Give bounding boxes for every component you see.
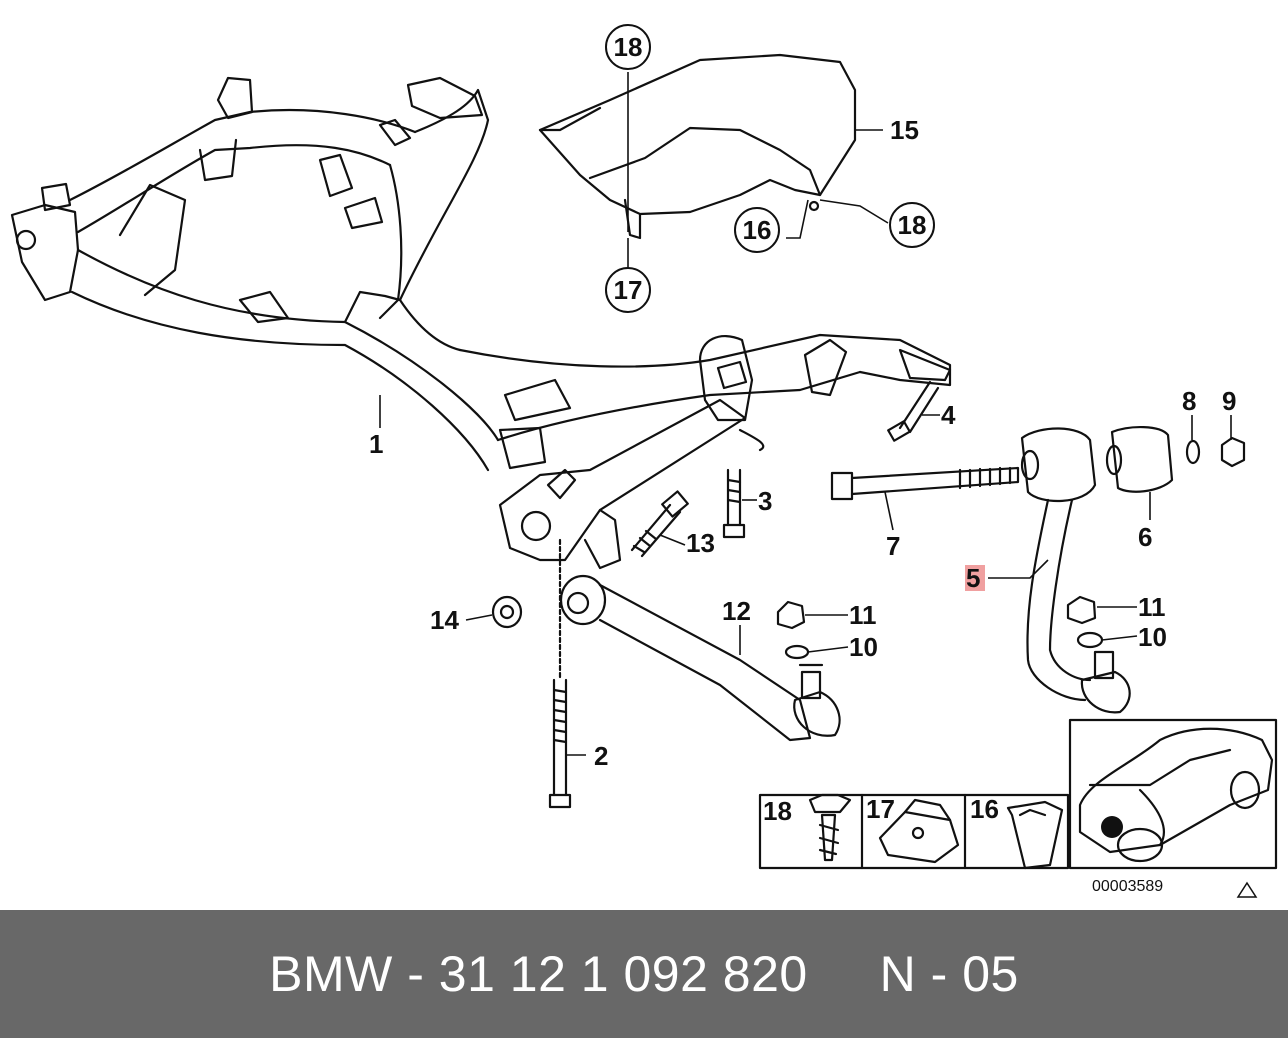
callout-18-right: 18 [898,210,927,240]
callout-1: 1 [369,429,383,459]
callout-3: 3 [758,486,772,516]
part-number-text: BMW - 31 12 1 092 820 N - 05 [269,946,1019,1002]
bolt-13-drawing [630,490,689,558]
callout-7: 7 [886,531,900,561]
inset-label-18: 18 [763,796,792,826]
callout-17: 17 [614,275,643,305]
callout-10: 10 [849,632,878,662]
fastener-inset [758,793,1070,870]
part-number-banner: BMW - 31 12 1 092 820 N - 05 [0,910,1288,1038]
nut-14-drawing [491,595,523,629]
parts-diagram: 1 2 3 4 5 6 7 8 9 10 10 11 11 12 13 14 1… [10,24,1278,898]
car-inset [1068,718,1278,870]
callout-ring-18-right [889,202,935,248]
bolt-4-drawing [887,380,940,442]
callout-ring-18-top [605,24,651,70]
tension-strut-drawing [1020,427,1131,714]
callout-ring-17 [605,267,651,313]
bolt-7-drawing [830,466,1020,501]
axle-carrier-drawing [10,76,952,472]
callout-15: 15 [890,115,919,145]
callout-13: 13 [686,528,715,558]
callout-9: 9 [1222,386,1236,416]
callout-11-right: 11 [1138,592,1166,622]
location-marker [1101,816,1123,838]
callout-8: 8 [1182,386,1196,416]
inset-label-16: 16 [970,794,999,824]
nut-11-drawing [776,600,806,630]
washer-10b-drawing [1076,631,1104,649]
callout-6: 6 [1138,522,1152,552]
callout-16: 16 [743,215,772,245]
washer-8-drawing [1185,439,1201,465]
nut-9-drawing [1220,436,1246,468]
shield-drawing [538,53,857,240]
leader-lines [379,72,1232,756]
lower-arm-left-drawing [498,398,747,570]
inset-label-17: 17 [866,794,895,824]
callout-4: 4 [941,400,956,430]
callout-2: 2 [594,741,608,771]
nut-11b-drawing [1066,595,1097,625]
callout-10-right: 10 [1138,622,1167,652]
drawing-number: 00003589 [1092,878,1163,895]
callout-5: 5 [966,563,980,593]
triangle-icon [1236,881,1258,898]
bushing-drawing [1105,426,1174,493]
callout-ring-16 [734,207,780,253]
bolt-3-drawing [722,468,746,539]
callout-11: 11 [849,600,877,630]
washer-10-drawing [784,644,810,660]
bolt-2-drawing [548,538,572,809]
callout-12: 12 [722,596,751,626]
callout-18-top: 18 [614,32,643,62]
callout-5-highlight [965,565,985,591]
callout-14: 14 [430,605,459,635]
